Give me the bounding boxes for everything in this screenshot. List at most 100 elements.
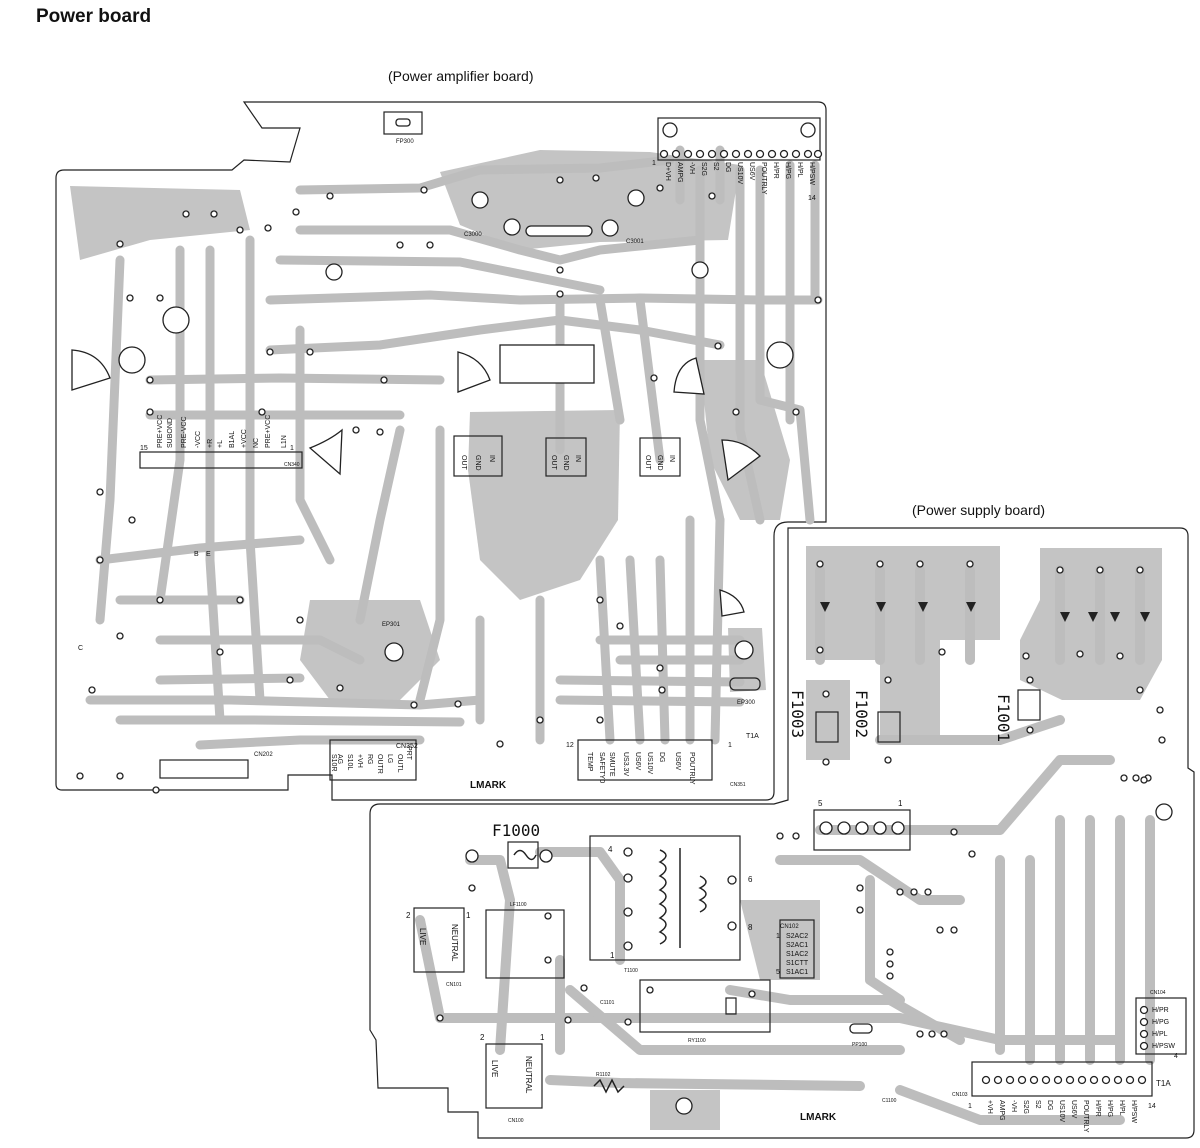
slot-pad (525, 225, 593, 237)
cn352-pin-1: PRT (405, 746, 412, 761)
cn351-num-right: 1 (728, 742, 732, 749)
cn351-pin-labels: SAFETY0 SMUTE US3.3V US6V US10V DG US6V … (586, 752, 695, 785)
cn350-body (657, 117, 821, 161)
cn102-num-bottom: 5 (776, 969, 780, 976)
cn350-pin-9: POUTRLY (760, 162, 767, 195)
cn103-ref: CN103 (952, 1092, 968, 1098)
cn103-pin-10: H/PR (1094, 1100, 1101, 1117)
cn340-body (139, 451, 303, 469)
cn103-pin-7: US10V (1058, 1100, 1065, 1123)
ic343-gnd: GND (474, 455, 481, 471)
f1000-pad-right (539, 849, 553, 863)
t1100-pin-8: 8 (748, 923, 753, 932)
f1000-element (513, 849, 537, 861)
t1100-pin-4: 4 (608, 845, 613, 854)
cn352-pin-2: OUTL (396, 754, 403, 773)
ry1100-body (639, 979, 771, 1033)
ic342-out: OUT (550, 455, 557, 471)
ic341-out: OUT (644, 455, 651, 471)
cn352-pin-7: S10L (346, 754, 353, 770)
mount-hole-2 (503, 218, 521, 236)
cn340-num-right: 1 (290, 445, 294, 452)
ry1100-coil (725, 997, 737, 1015)
c3001-label: C3001 (626, 239, 644, 245)
horn-symbol-5 (721, 439, 761, 482)
cn102-pin-3: S1AC2 (786, 951, 808, 958)
amp-board-caption: (Power amplifier board) (388, 68, 534, 84)
cn102-ref: CN102 (780, 924, 799, 930)
cn103-pin-12: H/PL (1118, 1100, 1125, 1116)
mount-hole-5 (325, 263, 343, 281)
cn340-pin-10: PRE+VCC (265, 415, 272, 448)
cn101-pin-1: 1 (466, 911, 471, 920)
cn202-ref: CN202 (254, 752, 273, 758)
cn103-pin-9: POUTRLY (1082, 1100, 1089, 1133)
ic343-body (453, 435, 503, 477)
t1100-body (589, 835, 741, 961)
cn350-pin-8: US6V (748, 162, 755, 181)
cn103-body (971, 1061, 1153, 1097)
cn103-pins (981, 1075, 1147, 1085)
cn350-num-left: 1 (652, 160, 656, 167)
f1003-label: F1003 (788, 690, 807, 738)
cn351-pin-9: TEMP (586, 752, 593, 772)
f1003-body (815, 711, 839, 743)
amp-board: 1 14 D+VH AMPG -VH S2G S2 DG US10V US6V … (55, 101, 827, 801)
fp300-label: FP300 (396, 139, 414, 145)
cn340-pin-6: +L (217, 440, 224, 448)
mount-hole-3 (601, 219, 619, 237)
mount-hole-6 (691, 261, 709, 279)
cn351-pin-7: US6V (674, 752, 681, 771)
cn103-pin-11: H/PG (1106, 1100, 1113, 1117)
cn103-pin-labels: +VH AMPG -VH S2G S2 DG US10V US6V POUTRL… (986, 1100, 1137, 1133)
mount-hole-big-left (118, 346, 146, 374)
cn340-pin-7: B1AL (229, 431, 236, 448)
psu-copper-left-rect (806, 546, 1000, 740)
cn101-body (413, 907, 465, 973)
cn340-pin-8: +VCC (241, 429, 248, 448)
psu-component-pads (436, 560, 1166, 1038)
f1000-pad-left (465, 849, 479, 863)
cn351-ref: CN351 (730, 782, 746, 788)
cn102-pin-5: S1AC1 (786, 969, 808, 976)
cn350-pin-labels: D+VH AMPG -VH S2G S2 DG US10V US6V POUTR… (664, 162, 815, 195)
cn340-pin-4: -VCC (195, 431, 202, 448)
cn100-body (485, 1043, 543, 1109)
ep301-hole (384, 642, 404, 662)
horn-symbol-4 (308, 428, 343, 476)
cn100-live: LIVE (490, 1060, 499, 1077)
t1100-primary-coil (658, 849, 667, 945)
cn102-pin-labels: S2AC2 S2AC1 S1AC2 S1CTT S1AC1 (786, 933, 809, 976)
cn351-body (577, 739, 713, 781)
amp-component-pads (76, 174, 822, 794)
ic341-pin-labels: OUT GND IN (644, 455, 675, 471)
cn340-pin-1: PRE+VCC (157, 415, 164, 448)
cn350-pin-12: H/PL (796, 162, 803, 178)
cn352-body (329, 739, 417, 781)
amp-copper-left-low (300, 600, 440, 700)
cn350-pin-6: DG (724, 162, 731, 173)
ic342-gnd: GND (562, 455, 569, 471)
psu-mount-hole-bottom (675, 1097, 693, 1115)
cn352-pin-4: OUTR (376, 754, 383, 774)
cn350-pin-1: D+VH (664, 162, 671, 181)
f1001-body (1017, 689, 1041, 721)
cn352-pin-9: S10R (330, 754, 337, 772)
cn100-pin-1: 1 (540, 1033, 545, 1042)
horn-symbol-left (71, 349, 111, 391)
c3000-label: C3000 (464, 232, 482, 238)
amp-pin-c: C (78, 645, 83, 652)
cn350-pin-13: H/PSW (808, 162, 815, 185)
cn104-pin-3: H/PL (1152, 1031, 1168, 1038)
cn102-pin-2: S2AC1 (786, 942, 808, 949)
cn104-num: 4 (1174, 1053, 1178, 1060)
cn351-pin-6: DG (658, 752, 665, 763)
amp-traces (85, 145, 823, 750)
ic342-in: IN (574, 455, 581, 462)
r1102-label: R1102 (596, 1072, 611, 1078)
cn103-pin-2: AMPG (998, 1100, 1005, 1121)
cn103-pin-8: US6V (1070, 1100, 1077, 1119)
cn104-pin-4: H/PSW (1152, 1043, 1175, 1050)
cn351-num-left: 12 (566, 742, 574, 749)
horn-symbol-6 (719, 589, 745, 617)
